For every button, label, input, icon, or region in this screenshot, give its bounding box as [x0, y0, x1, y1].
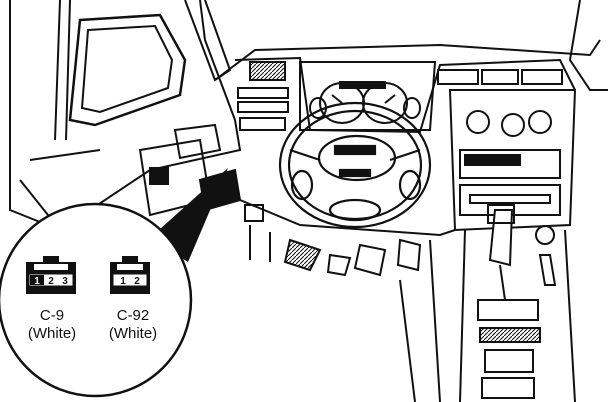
c92-label: C-92: [117, 307, 150, 324]
center-console: [448, 89, 577, 402]
lower-dash: [239, 199, 456, 402]
c92-color: (White): [109, 325, 157, 342]
c9-pin-1: 1: [34, 276, 40, 287]
steering-wheel: [278, 101, 432, 229]
windshield-frame: [184, 0, 608, 91]
callout-circle: [0, 202, 193, 398]
c9-label: C-9: [40, 307, 64, 324]
connector-c92: 1 2: [110, 256, 150, 294]
c92-pin-1: 1: [120, 276, 126, 287]
c9-pin-3: 3: [62, 276, 68, 287]
connector-c9: 1 2 3: [26, 256, 76, 294]
c92-pin-2: 2: [134, 276, 140, 287]
c9-color: (White): [28, 325, 76, 342]
c9-pin-2: 2: [48, 276, 54, 287]
